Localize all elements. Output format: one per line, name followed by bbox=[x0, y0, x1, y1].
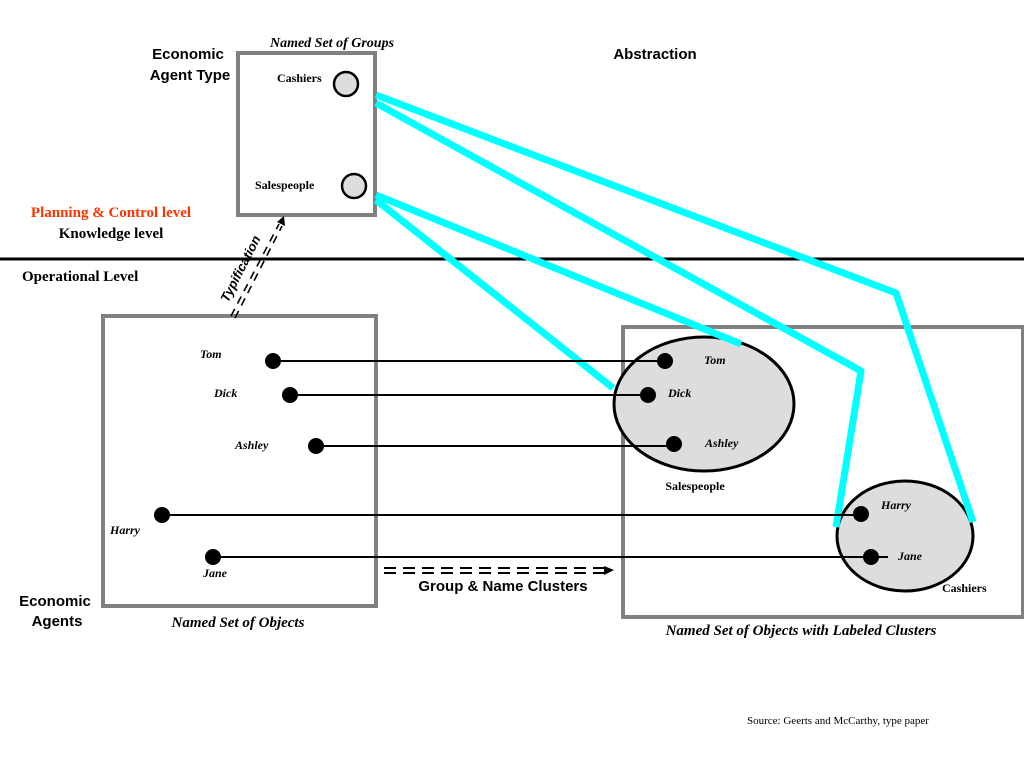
agent-label-jane-left: Jane bbox=[202, 566, 228, 580]
agent-label-jane-right: Jane bbox=[897, 549, 923, 563]
named-set-of-groups-title: Named Set of Groups bbox=[269, 36, 395, 51]
dot-jane-right bbox=[863, 549, 879, 565]
dot-dick-right bbox=[640, 387, 656, 403]
abstraction-line-salespeople-top bbox=[374, 191, 743, 348]
labeled-clusters-caption: Named Set of Objects with Labeled Cluste… bbox=[665, 623, 937, 639]
abstraction-line-cashiers-inner bbox=[374, 99, 865, 528]
cashiers-group-node bbox=[332, 70, 360, 98]
named-set-of-objects-caption: Named Set of Objects bbox=[171, 615, 305, 631]
dot-harry-right bbox=[853, 506, 869, 522]
dot-dick-left bbox=[282, 387, 298, 403]
typification-arrow-line bbox=[230, 223, 280, 317]
source-note: Source: Geerts and McCarthy, type paper bbox=[747, 715, 929, 727]
dot-ashley-left bbox=[308, 438, 324, 454]
dot-jane-left bbox=[205, 549, 221, 565]
agent-label-tom-right: Tom bbox=[704, 353, 726, 367]
agent-connectors bbox=[162, 360, 888, 558]
economic-agents-label-line1: Economic bbox=[19, 593, 91, 610]
salespeople-group-label: Salespeople bbox=[255, 178, 315, 192]
agent-label-harry-left: Harry bbox=[109, 523, 141, 537]
agent-label-tom-left: Tom bbox=[200, 347, 222, 361]
agent-label-ashley-right: Ashley bbox=[704, 436, 739, 450]
agent-label-harry-right: Harry bbox=[880, 498, 912, 512]
group-name-clusters-label: Group & Name Clusters bbox=[418, 578, 587, 595]
typification-arrow-line-2 bbox=[234, 225, 283, 319]
salespeople-cluster bbox=[612, 335, 796, 473]
economic-agent-type-label-line2: Agent Type bbox=[150, 67, 231, 84]
agent-label-dick-left: Dick bbox=[213, 386, 237, 400]
typification-label: Typification bbox=[217, 233, 263, 304]
salespeople-group-node bbox=[340, 172, 368, 200]
cashiers-cluster-label: Cashiers bbox=[942, 581, 987, 595]
operational-level-label: Operational Level bbox=[22, 269, 138, 285]
agent-label-dick-right: Dick bbox=[667, 386, 691, 400]
planning-control-level-label: Planning & Control level bbox=[31, 205, 191, 221]
abstraction-label: Abstraction bbox=[613, 46, 696, 63]
group-clusters-arrowhead bbox=[604, 566, 614, 575]
economic-agents-label-line2: Agents bbox=[32, 613, 83, 630]
dot-tom-right bbox=[657, 353, 673, 369]
knowledge-level-label: Knowledge level bbox=[59, 226, 164, 242]
abstraction-line-cashiers-outer bbox=[374, 91, 977, 524]
dot-tom-left bbox=[265, 353, 281, 369]
agent-label-ashley-left: Ashley bbox=[234, 438, 269, 452]
left-agent-dots bbox=[154, 353, 324, 565]
abstraction-lines bbox=[373, 91, 977, 528]
salespeople-cluster-label: Salespeople bbox=[665, 479, 725, 493]
right-agent-dots bbox=[640, 353, 879, 565]
dot-harry-left bbox=[154, 507, 170, 523]
abstraction-line-salespeople-bottom bbox=[373, 197, 616, 391]
cashiers-group-label: Cashiers bbox=[277, 71, 322, 85]
named-set-of-objects-box bbox=[101, 314, 378, 608]
economic-agent-type-label-line1: Economic bbox=[152, 46, 224, 63]
typification-arrowhead bbox=[277, 216, 285, 226]
dot-ashley-right bbox=[666, 436, 682, 452]
